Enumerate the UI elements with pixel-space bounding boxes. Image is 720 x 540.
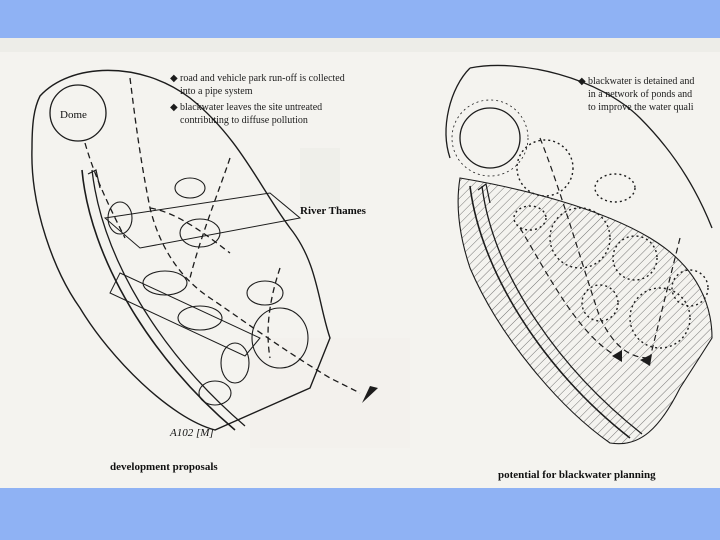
right-note-2: in a network of ponds and <box>588 89 692 100</box>
site-boundary <box>31 69 331 431</box>
river-label: River Thames <box>300 205 367 217</box>
svg-text:◆: ◆ <box>170 73 178 84</box>
dome-circle <box>49 84 107 142</box>
svg-text:◆: ◆ <box>578 76 586 87</box>
bleed-through-text <box>0 38 720 448</box>
left-note-4: contributing to diffuse pollution <box>180 115 308 126</box>
right-road-outer <box>469 185 631 439</box>
right-dome <box>459 107 521 169</box>
scanned-page: ◆ road and vehicle park run-off is colle… <box>0 38 720 488</box>
right-note-3: to improve the water quali <box>588 102 694 113</box>
left-note-1: road and vehicle park run-off is collect… <box>180 73 345 84</box>
left-diagram <box>31 69 378 431</box>
left-notes: ◆ road and vehicle park run-off is colle… <box>170 73 345 126</box>
dome-label: Dome <box>60 109 87 121</box>
right-notes: ◆ blackwater is detained and in a networ… <box>578 76 694 113</box>
blackwater-diagram: ◆ road and vehicle park run-off is colle… <box>0 38 720 481</box>
right-caption: potential for blackwater planning <box>498 469 656 481</box>
right-road-inner <box>481 185 643 435</box>
right-note-1: blackwater is detained and <box>588 76 694 87</box>
left-note-2: into a pipe system <box>180 86 253 97</box>
road-label: A102 [M] <box>169 427 214 439</box>
svg-text:◆: ◆ <box>170 102 178 113</box>
hatched-area <box>457 177 713 445</box>
outfall-arrow <box>362 386 378 403</box>
left-caption: development proposals <box>110 461 218 473</box>
left-note-3: blackwater leaves the site untreated <box>180 102 322 113</box>
road-line-inner <box>91 169 246 427</box>
right-diagram <box>445 64 713 445</box>
